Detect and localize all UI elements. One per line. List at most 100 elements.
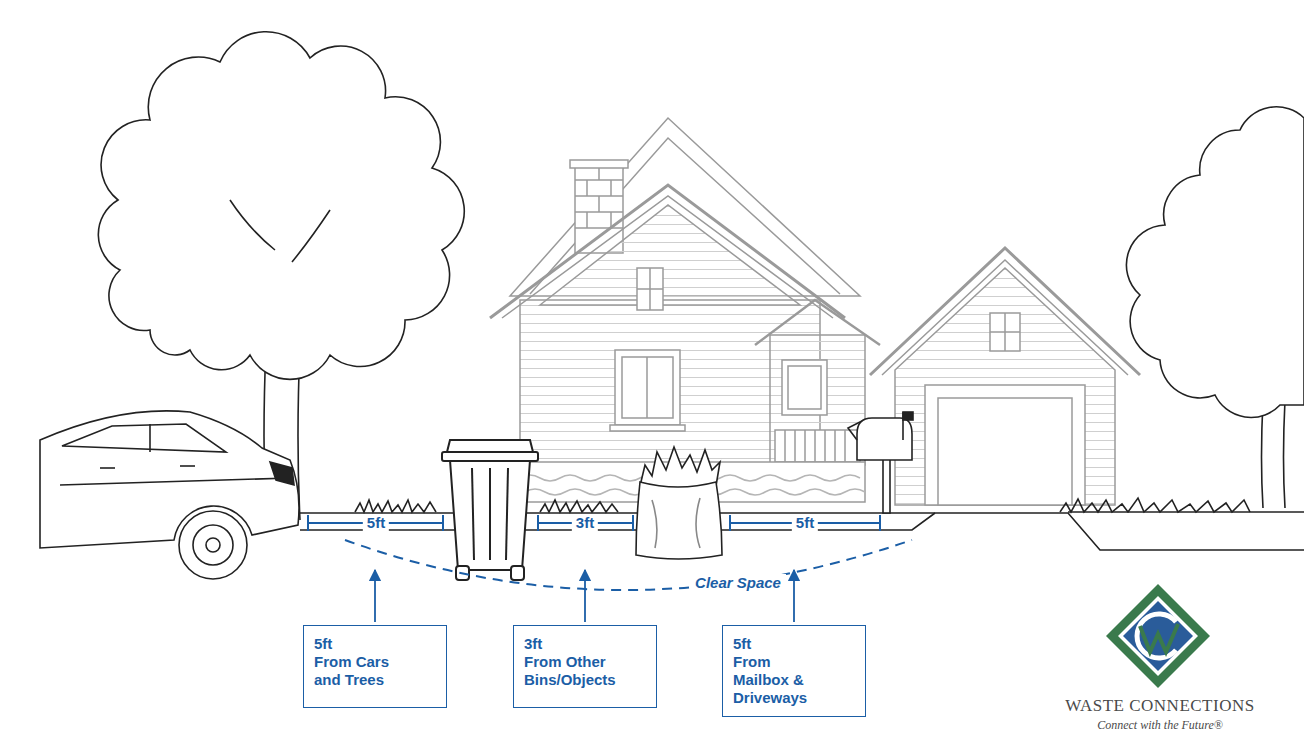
house-drawing — [844, 430, 846, 462]
garage-drawing — [990, 331, 1020, 333]
callout-box: 5ftFrom Mailbox & Driveways — [722, 625, 866, 717]
callout-text: From Other Bins/Objects — [524, 653, 621, 689]
zone-label: Clear Space — [690, 574, 786, 592]
curb-and-ground — [300, 513, 935, 530]
trash-bin — [447, 440, 533, 452]
house-drawing — [490, 185, 845, 318]
house-drawing — [794, 430, 796, 462]
dimension-lines — [632, 515, 634, 531]
dimension-label: 5ft — [363, 514, 389, 532]
mailbox — [903, 412, 913, 420]
house-drawing — [755, 300, 880, 345]
clear-space-arc — [345, 540, 912, 590]
trash-bin — [506, 468, 508, 560]
curb-and-ground — [1060, 498, 1250, 512]
house-drawing — [814, 430, 816, 462]
dimension-lines — [308, 515, 880, 531]
garage-drawing — [938, 398, 1072, 505]
tree-left — [292, 210, 330, 262]
callout-text: From Cars and Trees — [314, 653, 411, 689]
garage-drawing — [870, 248, 1140, 505]
house-drawing — [575, 227, 623, 229]
house-drawing — [824, 430, 826, 462]
house-drawing — [586, 180, 588, 196]
curb-and-ground — [935, 513, 1304, 550]
house-drawing — [804, 430, 806, 462]
garage-drawing — [870, 248, 1140, 375]
callout-heading: 5ft — [733, 635, 830, 653]
leaf-bag — [640, 447, 720, 486]
curb-and-ground — [355, 500, 436, 512]
house-drawing — [610, 180, 612, 196]
leader-arrows — [584, 570, 586, 622]
house-drawing — [784, 430, 786, 462]
tree-left — [230, 200, 275, 250]
company-logo-mark — [1118, 596, 1198, 676]
curb-and-ground — [1068, 511, 1304, 513]
leader-arrows — [793, 570, 795, 622]
dimension-lines — [879, 515, 881, 531]
car-drawing — [270, 462, 294, 485]
company-logo-mark — [1106, 584, 1210, 688]
house-drawing — [637, 268, 663, 310]
callout-text: From Mailbox & Driveways — [733, 653, 830, 707]
house-drawing — [770, 335, 865, 465]
house-drawing — [834, 430, 836, 462]
house-drawing — [586, 212, 588, 228]
tree-left — [98, 32, 464, 380]
house-drawing — [490, 118, 880, 502]
curb-and-ground — [300, 512, 935, 514]
dimension-lines — [729, 515, 731, 531]
trash-bin — [442, 440, 538, 580]
car-drawing — [180, 465, 195, 467]
house-drawing — [646, 357, 648, 418]
dimension-label: 5ft — [792, 514, 818, 532]
leaf-bag — [636, 482, 722, 559]
curb-and-ground — [300, 498, 1304, 550]
company-logo-mark — [1140, 624, 1178, 652]
company-logo-mark — [1123, 601, 1193, 671]
tree-right — [1284, 400, 1286, 508]
trash-bin — [450, 460, 530, 570]
house-drawing — [502, 196, 833, 318]
house-drawing — [570, 160, 628, 168]
house-drawing — [775, 430, 860, 462]
dimension-lines — [537, 515, 539, 531]
house-drawing — [575, 163, 623, 253]
car-drawing — [40, 411, 299, 579]
house-drawing — [598, 168, 600, 180]
callout-box: 5ftFrom Cars and Trees — [303, 625, 447, 708]
dimension-lines — [307, 515, 309, 531]
car-drawing — [100, 467, 115, 469]
company-logo-mark — [1106, 584, 1210, 688]
brand-tagline: Connect with the Future® — [1097, 718, 1223, 733]
house-drawing — [637, 288, 663, 290]
garage-drawing — [990, 313, 1020, 351]
leader-arrows — [375, 570, 794, 622]
leaf-bag — [652, 500, 657, 548]
car-drawing — [179, 511, 247, 579]
leaf-bag — [636, 447, 722, 559]
car-drawing — [60, 478, 290, 485]
car-drawing — [62, 424, 226, 452]
dimension-label: 3ft — [572, 514, 598, 532]
car-drawing — [206, 538, 220, 552]
car-drawing — [149, 424, 151, 452]
garage-drawing — [895, 268, 1115, 505]
callout-box: 3ftFrom Other Bins/Objects — [513, 625, 657, 708]
car-drawing — [193, 525, 233, 565]
curb-and-ground — [540, 500, 618, 512]
house-drawing — [788, 366, 821, 409]
tree-right — [1126, 107, 1304, 508]
house-drawing — [610, 425, 685, 431]
callout-heading: 3ft — [524, 635, 621, 653]
mailbox — [848, 421, 862, 440]
mailbox — [848, 412, 913, 513]
dimension-lines — [442, 515, 444, 531]
leaf-bag — [696, 498, 700, 548]
house-drawing — [598, 196, 600, 212]
house-drawing — [622, 357, 673, 418]
tree-right — [1126, 107, 1304, 418]
trash-bin — [489, 468, 491, 560]
